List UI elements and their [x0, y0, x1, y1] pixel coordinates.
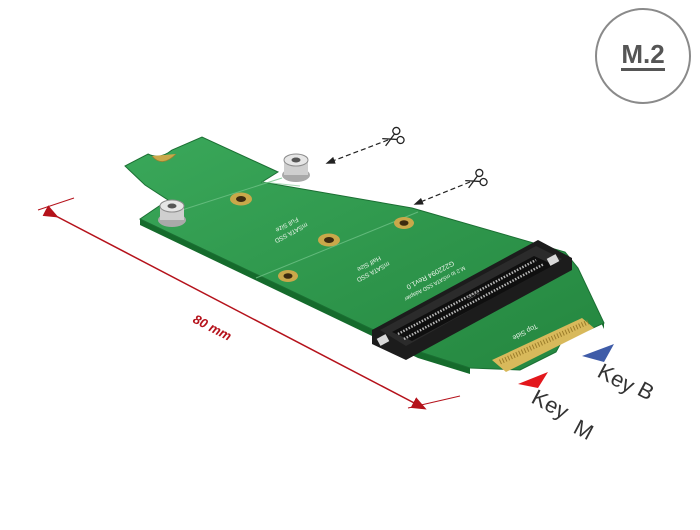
key-m-letter: M [570, 414, 598, 445]
key-b-word: Key [594, 358, 639, 398]
serial-label: 2425 [465, 288, 480, 300]
key-b-triangle-icon [582, 344, 614, 362]
mounting-hole [278, 270, 298, 282]
key-b-marker: Key B [582, 344, 658, 405]
cut-indicator [413, 168, 488, 205]
mounting-hole [394, 217, 414, 229]
mounting-hole [230, 192, 252, 206]
key-m-word: Key [528, 384, 573, 424]
cut-indicator [325, 126, 405, 164]
key-m-marker: Key M [518, 372, 598, 445]
m2-edge-connector [492, 318, 594, 372]
key-m-triangle-icon [518, 372, 548, 388]
m2-badge: M.2 [595, 8, 691, 104]
standoff-screw [282, 153, 310, 182]
msata-socket: 2425 [372, 240, 572, 360]
dimension-line [42, 205, 427, 410]
scissors-icon [382, 126, 405, 147]
scissors-icon [465, 168, 488, 189]
adapter-board: Full Size mSATA SSD Half Size mSATA SSD … [124, 136, 605, 374]
key-b-letter: B [634, 376, 659, 405]
mounting-hole [318, 233, 340, 247]
m2-badge-label: M.2 [621, 39, 665, 71]
standoff-screw [158, 199, 186, 227]
dimension-label: 80 mm [191, 311, 235, 344]
